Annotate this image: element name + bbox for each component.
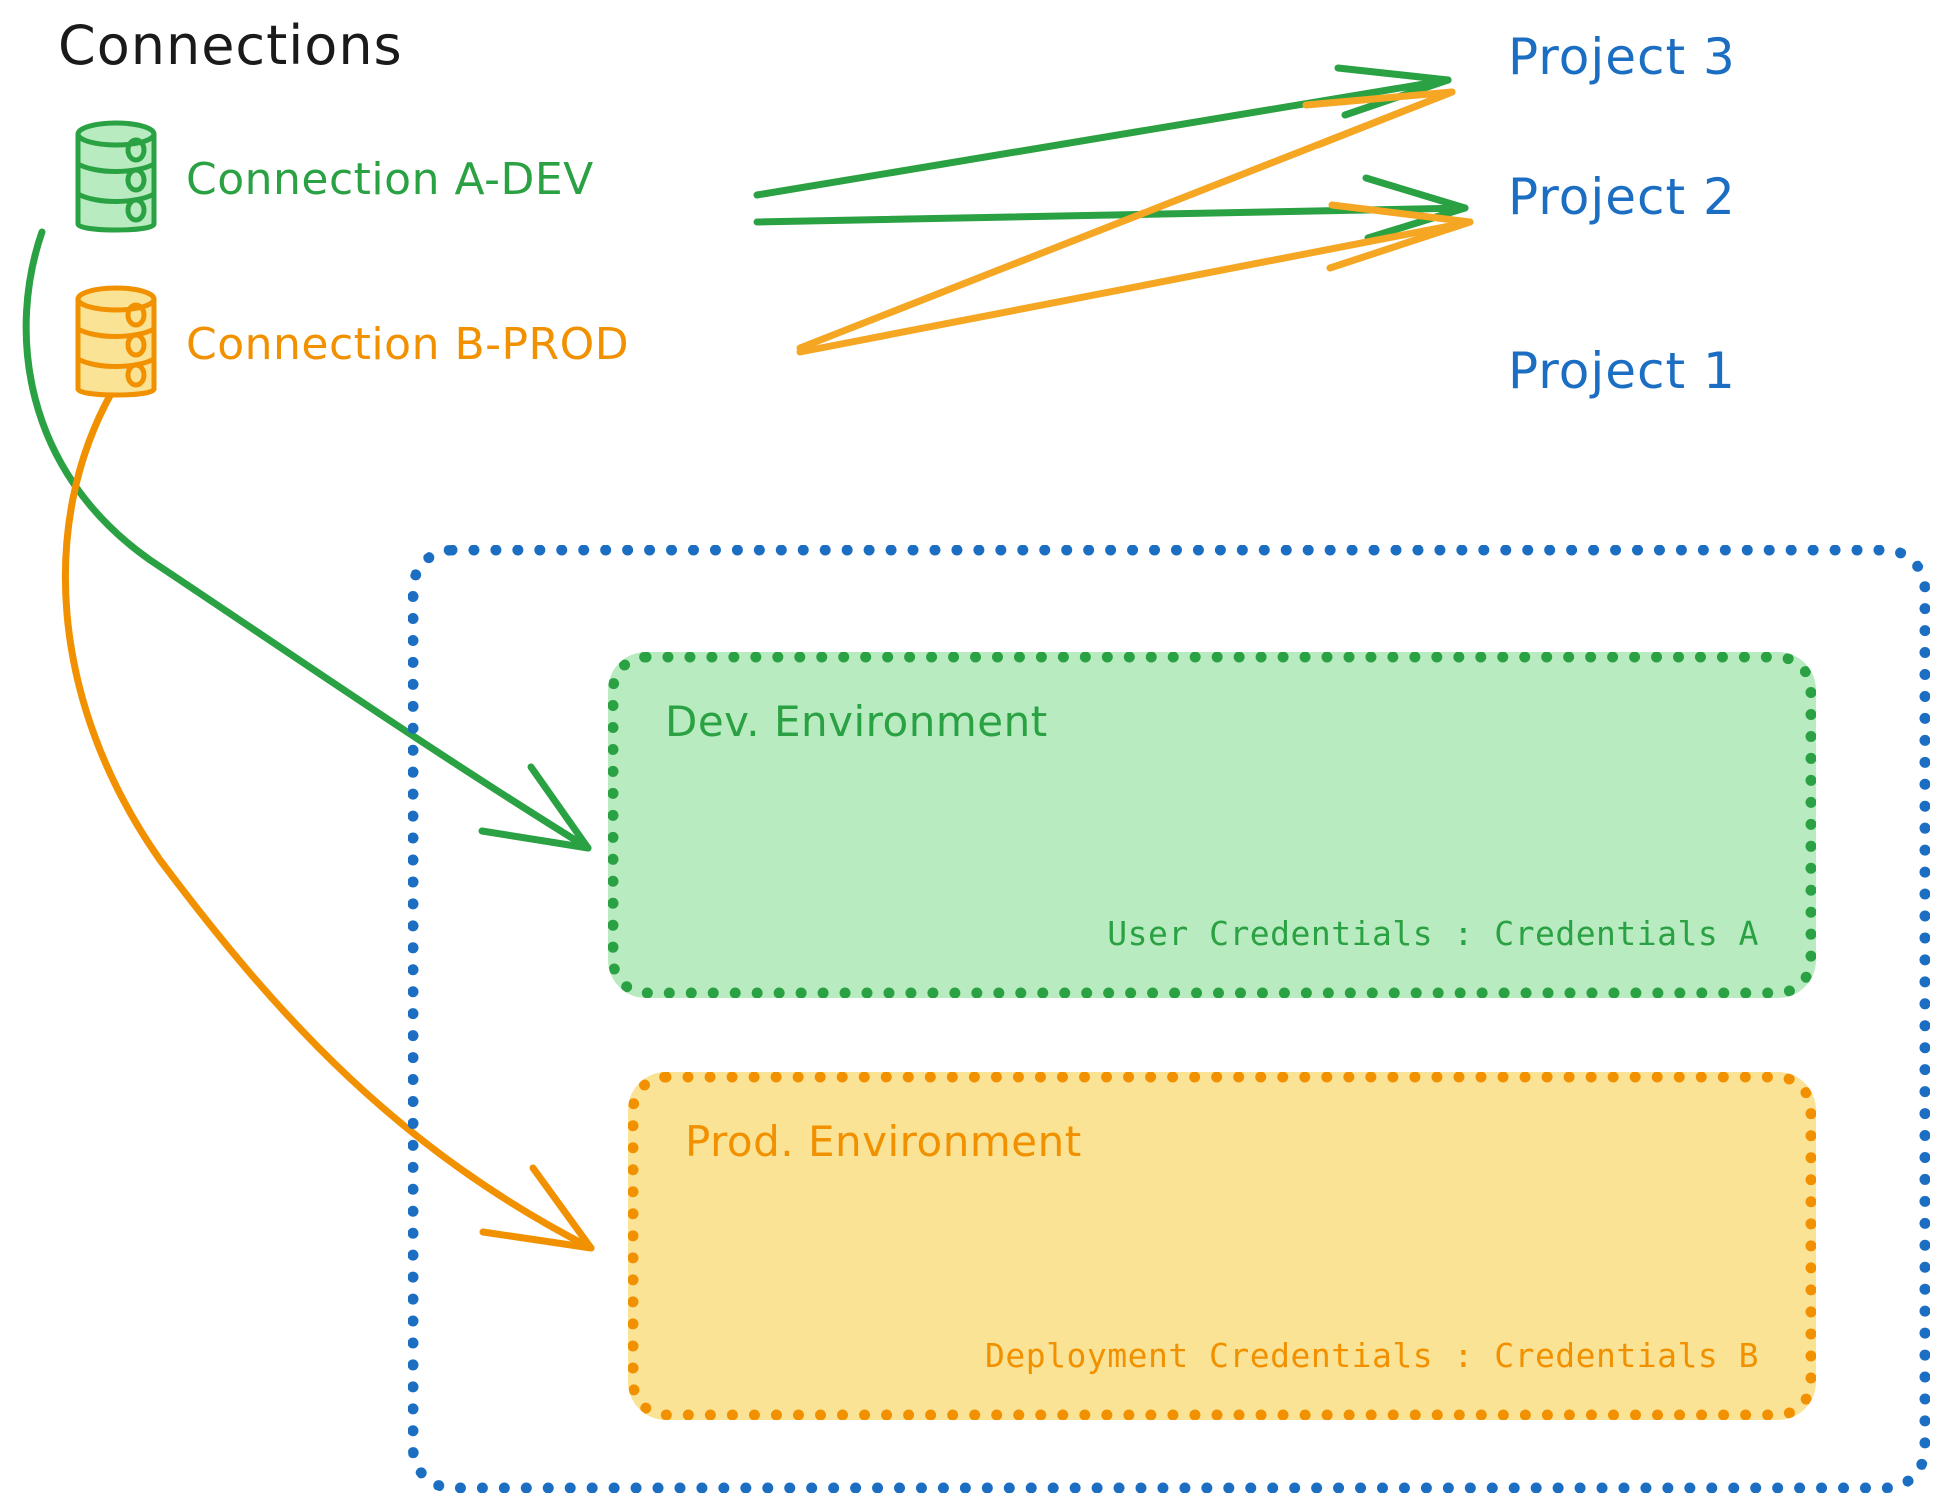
database-icon (68, 118, 164, 240)
edge-conn-a-to-project-2 (753, 174, 1469, 242)
prod-environment-box[interactable]: Prod. Environment Deployment Credentials… (628, 1072, 1816, 1420)
edge-conn-b-to-project-3 (796, 88, 1456, 352)
project-label-project-2[interactable]: Project 2 (1508, 168, 1736, 226)
connection-row-a[interactable]: Connection A-DEV (68, 118, 594, 240)
dev-environment-credentials: User Credentials : Credentials A (1107, 914, 1759, 953)
project-1-container (408, 545, 1930, 1493)
page-title: Connections (58, 14, 403, 77)
project-label-project-1[interactable]: Project 1 (1508, 342, 1736, 400)
project-label-project-3[interactable]: Project 3 (1508, 28, 1736, 86)
dev-environment-title: Dev. Environment (665, 697, 1048, 746)
edge-conn-a-to-project-3 (753, 64, 1452, 199)
prod-environment-credentials: Deployment Credentials : Credentials B (985, 1336, 1759, 1375)
prod-environment-title: Prod. Environment (685, 1117, 1082, 1166)
database-icon (68, 283, 164, 405)
dev-environment-box[interactable]: Dev. Environment User Credentials : Cred… (608, 652, 1816, 998)
edge-conn-b-to-project-2 (796, 201, 1474, 356)
connection-label-a: Connection A-DEV (186, 153, 594, 205)
connection-row-b[interactable]: Connection B-PROD (68, 283, 629, 405)
connection-label-b: Connection B-PROD (186, 318, 630, 370)
